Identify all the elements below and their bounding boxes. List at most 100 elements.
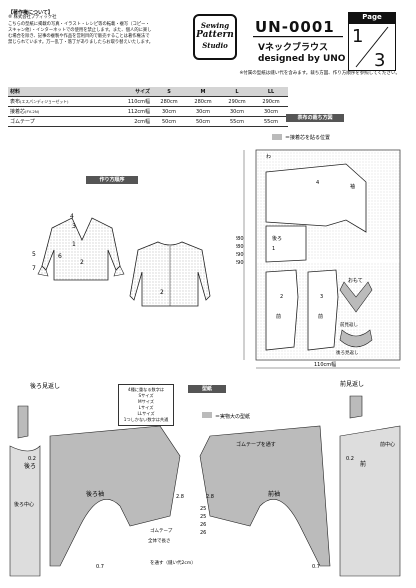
table-cell: 30cm (254, 106, 288, 117)
right-cuff-shape (113, 265, 125, 277)
size-legend: 4種に重なる数字は Sサイズ Mサイズ Lサイズ LLサイズ 1つしかない数字は… (118, 384, 174, 426)
table-cell: 55cm (220, 116, 254, 127)
copyright-line: こちらの型紙に掲載の写真・イラスト・レシピ等の転載・複写（コピー・ (8, 22, 150, 27)
fabric-width: 110cm幅 (314, 361, 336, 368)
back-label: 後ろ (272, 235, 282, 242)
table-cell: 30cm (220, 106, 254, 117)
omote-label: おもて (348, 277, 363, 284)
order-step-label: 2 (80, 259, 84, 266)
pattern-num: 0.7 (96, 564, 104, 570)
table-row: 表布(エスパンディジョーゼット) 110cm幅 280cm 280cm 290c… (8, 96, 288, 107)
header-rule (253, 36, 343, 38)
pattern-num: 2.8 (206, 494, 214, 500)
sleeve-piece (265, 163, 367, 233)
back-sleeve-piece (49, 425, 181, 567)
size-legend-line: Lサイズ (138, 405, 154, 410)
order-step-label: 7 (32, 265, 36, 272)
seam-legend: ＝実物大の型紙 (202, 412, 250, 420)
order-step-label: 6 (58, 253, 62, 260)
fabric-length: 280 (236, 244, 244, 250)
pattern-section-title: 型紙 (188, 385, 226, 393)
back-facing-piece (339, 329, 373, 348)
pattern-name: Vネックブラウス (258, 43, 328, 53)
order-step-label: 2 (160, 289, 164, 296)
materials-table: 材料 サイズ S M L LL 表布(エスパンディジョーゼット) 110cm幅 … (8, 87, 288, 127)
cutting-layout: ＝接着芯を貼る位置 280 280 290 290 110cm幅 わ 4 袖 後… (236, 134, 401, 369)
pattern-num: 26 (200, 522, 206, 528)
fold-mark: わ (266, 153, 271, 160)
front-label: 前 (276, 313, 281, 320)
material-label: 表布 (10, 99, 21, 105)
back-body-piece (9, 445, 41, 577)
copyright-company: ® 株式会社ブティック社 (8, 15, 57, 20)
page-slash (348, 23, 396, 71)
pattern-num: 2.8 (176, 494, 184, 500)
interfacing-swatch (272, 134, 282, 140)
page-total: 3 (374, 50, 386, 71)
front-label: 前 (318, 313, 323, 320)
order-step-label: 3 (72, 223, 76, 230)
table-cell: 50cm (152, 116, 186, 127)
cutting-num: 3 (320, 294, 323, 300)
table-cell: 290cm (220, 96, 254, 107)
fabric-length: 280 (236, 236, 244, 242)
order-step-label: 4 (70, 213, 74, 220)
table-cell: 30cm (152, 106, 186, 117)
front-piece (307, 269, 339, 351)
pattern-note: ※付属の型紙は縫い代を含みます。裁ち方図、作り方順序を参照してください。 (239, 71, 400, 76)
pattern-num: 0.2 (28, 456, 36, 462)
column-header: 材料 (8, 87, 110, 97)
table-cell: 50cm (186, 116, 220, 127)
fabric-length: 290 (236, 252, 244, 258)
logo-line: Pattern (196, 30, 234, 40)
back-facing-label: 後ろ見返し (30, 382, 60, 390)
brand-logo: Sewing Pattern Studio (193, 14, 237, 60)
gom-through-label: を通す（縫い代2cm） (150, 559, 196, 566)
table-row: 接着芯(FV-2N) 112cm幅 30cm 30cm 30cm 30cm (8, 106, 288, 117)
column-header: サイズ (110, 87, 152, 97)
pattern-num: 25 (200, 506, 206, 512)
pattern-num: 0.7 (312, 564, 320, 570)
fabric-length: 290 (236, 260, 244, 266)
gom-label: ゴムテープ (150, 527, 173, 534)
table-cell: 55cm (254, 116, 288, 127)
cutting-section-title: 表布の裁ち方図 (286, 114, 344, 122)
back-label: 後ろ (24, 462, 36, 470)
logo-line: Sewing (200, 21, 230, 30)
back-center-label: 後ろ中心 (14, 501, 34, 508)
front-facing-label: 前見返し (340, 321, 358, 328)
material-sub: (FV-2N) (25, 109, 40, 114)
column-header: S (152, 87, 186, 97)
size-legend-line: Sサイズ (138, 393, 154, 398)
all-length-label: 全体で長さ (148, 537, 171, 544)
material-name: ゴムテープ (8, 116, 110, 127)
pattern-num: 25 (200, 514, 206, 520)
pattern-num: 26 (200, 530, 206, 536)
table-cell: 280cm (152, 96, 186, 107)
material-label: 接着芯 (10, 109, 26, 115)
copyright-line: 禁じられています。万一乱丁・落丁がありましたらお取り替えいたします。 (8, 40, 154, 45)
order-section-title: 作り方順序 (86, 176, 138, 184)
front-piece (265, 269, 299, 351)
front-sleeve-label: 前袖 (268, 490, 280, 498)
table-cell: 290cm (254, 96, 288, 107)
front-facing-piece (349, 395, 363, 419)
pattern-drawing: 後ろ見返し 後ろ 後ろ中心 0.2 後ろ袖 2.8 0.7 ゴムテープ 全体で長… (9, 380, 401, 577)
order-step-label: 1 (72, 241, 76, 248)
front-center-label: 前中心 (380, 441, 395, 448)
size-legend-line: 1つしかない数字は共通 (123, 417, 169, 422)
front-facing-piece (339, 281, 373, 313)
size-legend-line: 4種に重なる数字は (127, 387, 165, 392)
designer-name: designed by UNO (258, 54, 346, 64)
front-sleeve-piece (199, 425, 331, 567)
table-header-row: 材料 サイズ S M L LL (8, 87, 288, 97)
copyright-line: スキャン他）・インターネットでの使用を禁止します。また、個人的に楽し (8, 28, 152, 33)
page-label: Page (348, 12, 396, 23)
front-blouse-shape (41, 217, 121, 281)
logo-line: Studio (202, 41, 228, 50)
material-width: 112cm幅 (110, 106, 152, 117)
front-label: 前 (360, 460, 366, 468)
front-facing-label: 前見返し (340, 380, 364, 388)
material-name: 表布(エスパンディジョーゼット) (8, 96, 110, 107)
copyright-title: 【著作権について】 (8, 10, 53, 16)
